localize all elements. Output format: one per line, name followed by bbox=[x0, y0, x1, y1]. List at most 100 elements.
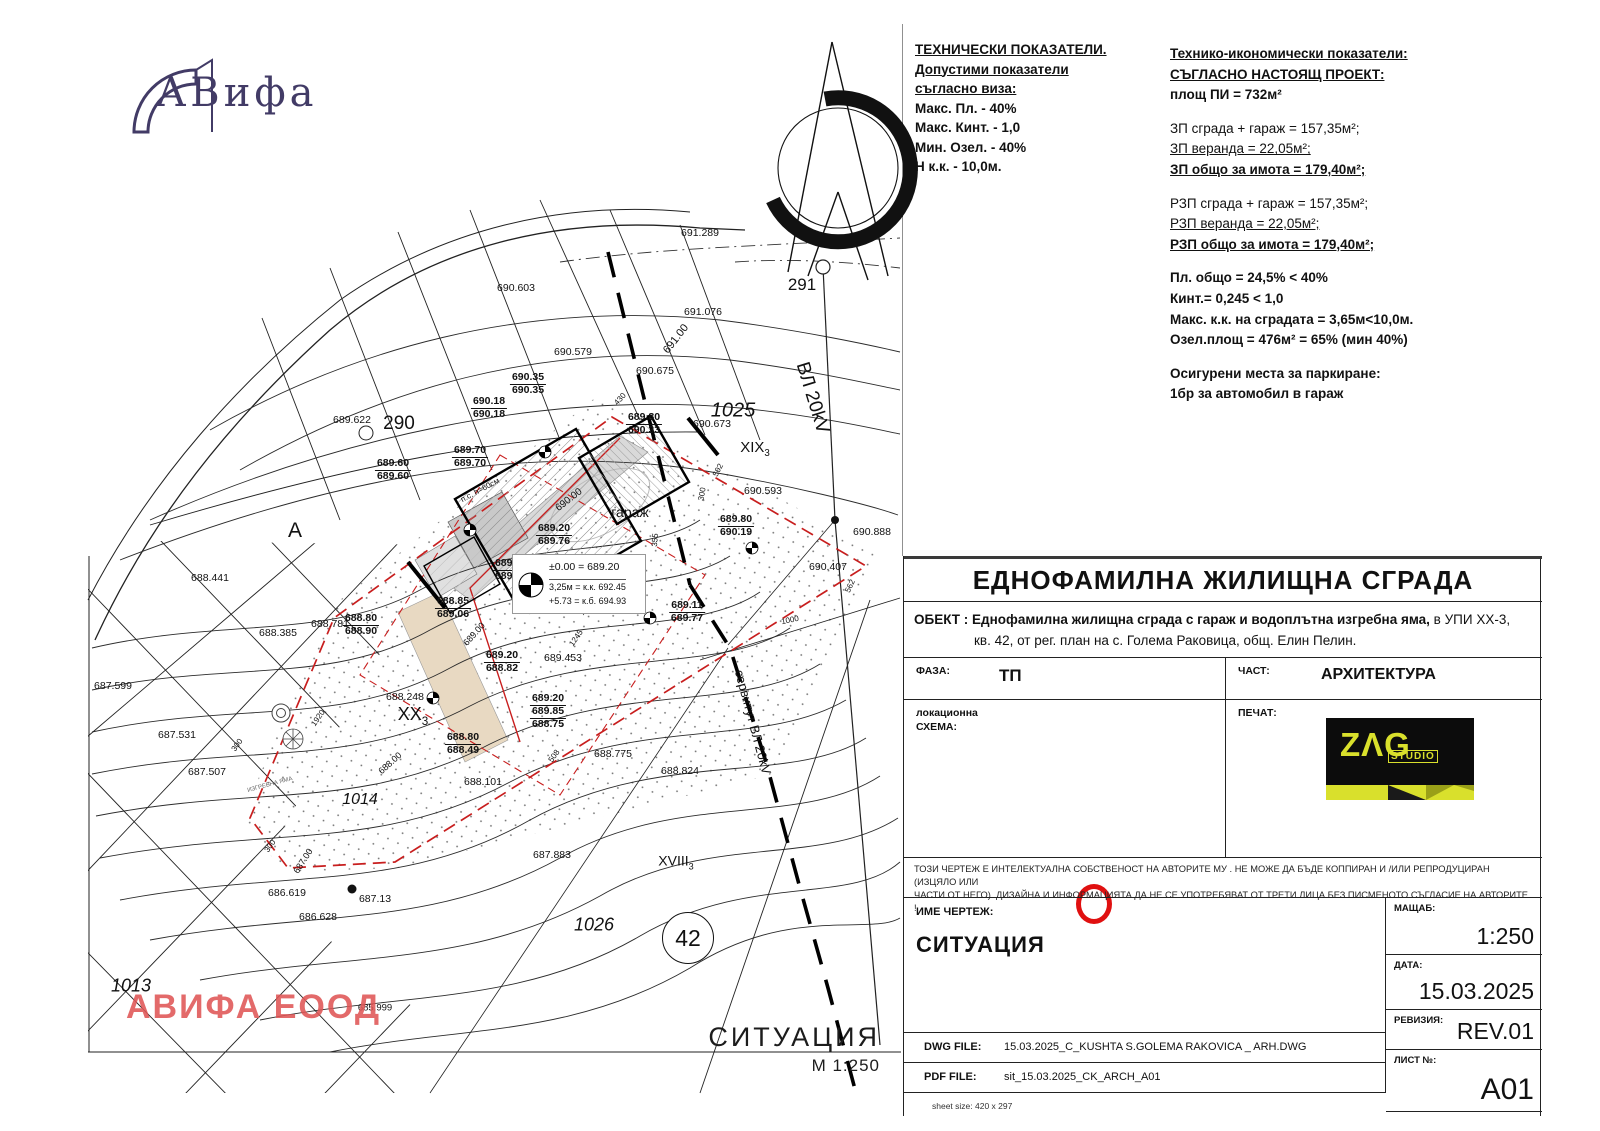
panel-line: Н к.к. - 10,0м. bbox=[915, 159, 1002, 174]
date-cell: ДАТА: 15.03.2025 bbox=[1386, 955, 1542, 1010]
part-value: АРХИТЕКТУРА bbox=[1321, 666, 1436, 683]
econ-indicators-panel: Технико-икономически показатели:СЪГЛАСНО… bbox=[1170, 44, 1565, 405]
map-label: 355 bbox=[649, 532, 661, 548]
map-label: 688.385 bbox=[259, 627, 297, 639]
panel-line bbox=[1170, 255, 1565, 268]
econ-panel-lines: Технико-икономически показатели:СЪГЛАСНО… bbox=[1170, 44, 1565, 405]
zag-stamp-text: ZΛG bbox=[1340, 726, 1411, 763]
level-zero: ±0.00 = 689.20 bbox=[549, 561, 620, 573]
map-label: XX3 bbox=[397, 704, 429, 728]
panel-line: ЗП сграда + гараж = 157,35м²; bbox=[1170, 120, 1360, 136]
map-label: 690.603 bbox=[497, 282, 535, 294]
dwg-file-row: DWG FILE: 15.03.2025_C_KUSHTA S.GOLEMA R… bbox=[904, 1032, 1386, 1062]
footer-situation-title: СИТУАЦИЯ bbox=[708, 1022, 880, 1052]
panel-line: Макс. Кинт. - 1,0 bbox=[915, 120, 1021, 135]
sheet-number-value: A01 bbox=[1480, 1073, 1534, 1106]
panel-line bbox=[1170, 181, 1565, 194]
schema-label-1: локационна bbox=[916, 707, 978, 719]
panel-line: РЗП веранда = 22,05м²; bbox=[1170, 216, 1320, 232]
phase-label: ФАЗА: bbox=[916, 665, 950, 677]
map-label: 1026 bbox=[573, 914, 615, 935]
pdf-file-label: PDF FILE: bbox=[924, 1071, 977, 1083]
stamp-label: ПЕЧАТ: bbox=[1238, 707, 1277, 719]
tech-panel-lines: ТЕХНИЧЕСКИ ПОКАЗАТЕЛИ.Допустими показате… bbox=[915, 40, 1170, 177]
panel-line: съгласно виза: bbox=[915, 81, 1017, 96]
panel-line: РЗП общо за имота = 179,40м²; bbox=[1170, 236, 1375, 252]
dwg-file-label: DWG FILE: bbox=[924, 1041, 982, 1053]
company-watermark: АВИФА ЕООД bbox=[126, 988, 382, 1026]
map-label: 687.531 bbox=[158, 729, 196, 741]
object-text-bold: Еднофамилна жилищна сграда с гараж и вод… bbox=[972, 612, 1430, 627]
map-label: 688.101 bbox=[464, 776, 502, 788]
part-cell: ЧАСТ: АРХИТЕКТУРА bbox=[1226, 658, 1542, 700]
panel-line: Допустими показатели bbox=[915, 61, 1069, 77]
level-annotation-box: ±0.00 = 689.20 3,25м = к.к. 692.45 +5.73… bbox=[512, 554, 646, 614]
zag-stamp-studio: STUDIO bbox=[1388, 750, 1438, 763]
panel-line bbox=[1170, 106, 1565, 119]
phase-cell: ФАЗА: ТП bbox=[904, 658, 1226, 700]
garage-label: гараж bbox=[611, 504, 649, 520]
panel-line: ЗП общо за имота = 179,40м²; bbox=[1170, 161, 1366, 177]
map-label: XIX3 bbox=[740, 439, 770, 459]
sheet-number-cell: ЛИСТ №: A01 bbox=[1386, 1050, 1542, 1112]
map-label: 690.673 bbox=[693, 418, 731, 430]
scale-label: МАЩАБ: bbox=[1394, 903, 1436, 914]
project-title: ЕДНОФАМИЛНА ЖИЛИЩНА СГРАДА bbox=[904, 559, 1542, 602]
map-label: 1025 bbox=[710, 399, 756, 422]
panel-line: Макс. Пл. - 40% bbox=[915, 100, 1017, 116]
tech-indicators-panel: ТЕХНИЧЕСКИ ПОКАЗАТЕЛИ.Допустими показате… bbox=[915, 40, 1170, 177]
location-marker-icon bbox=[1076, 884, 1112, 924]
north-arrow-icon bbox=[766, 41, 918, 281]
avifa-logo-text: АВифа bbox=[156, 70, 318, 116]
location-schema-cell: локационна СХЕМА: bbox=[904, 700, 1226, 924]
avifa-logo-arc bbox=[132, 58, 213, 134]
sheet-number-label: ЛИСТ №: bbox=[1394, 1055, 1437, 1066]
map-label: 688.775 bbox=[594, 748, 632, 760]
sheet-size-note: sheet size: 420 x 297 bbox=[932, 1101, 1013, 1111]
map-label: 690.888 bbox=[853, 526, 891, 538]
map-label: 688.248 bbox=[386, 691, 424, 703]
panel-line: Кинт.= 0,245 < 1,0 bbox=[1170, 290, 1284, 306]
map-label: 686.619 bbox=[268, 887, 306, 899]
dwg-file-value: 15.03.2025_C_KUSHTA S.GOLEMA RAKOVICA _ … bbox=[1004, 1041, 1307, 1053]
zag-studio-stamp: ZΛG STUDIO bbox=[1326, 718, 1474, 800]
map-label: 685.999 bbox=[357, 1002, 393, 1014]
map-label: 689.453 bbox=[544, 652, 582, 664]
map-label: 1013 bbox=[110, 975, 152, 996]
schema-label-2: СХЕМА: bbox=[916, 721, 958, 733]
zag-stamp-band bbox=[1326, 785, 1474, 800]
panel-line: ЗП веранда = 22,05м²; bbox=[1170, 141, 1311, 157]
title-block-top-rule bbox=[904, 556, 1542, 559]
map-label: 42 bbox=[662, 912, 714, 964]
disclaimer-line-2: ЧАСТИ ОТ НЕГО). ДИЗАЙНА И ИНФОРМАЦИЯТА Д… bbox=[914, 890, 1528, 913]
map-label: 686.628 bbox=[299, 911, 337, 923]
footer-scale: М 1:250 bbox=[811, 1056, 880, 1075]
copyright-disclaimer: ТОЗИ ЧЕРТЕЖ Е ИНТЕЛЕКТУАЛНА СОБСТВЕНОСТ … bbox=[904, 858, 1542, 913]
scale-cell: МАЩАБ: 1:250 bbox=[1386, 898, 1542, 955]
map-label: 687.13 bbox=[358, 893, 392, 905]
map-label: 690.579 bbox=[554, 346, 592, 358]
revision-value: REV.01 bbox=[1456, 1018, 1534, 1044]
level-kb: +5.73 = к.б. 694.93 bbox=[549, 596, 627, 606]
date-value: 15.03.2025 bbox=[1418, 978, 1534, 1004]
part-label: ЧАСТ: bbox=[1238, 665, 1270, 677]
panel-line: Озел.площ = 476м² = 65% (мин 40%) bbox=[1170, 332, 1408, 348]
panel-line: 1бр за автомобил в гараж bbox=[1170, 386, 1344, 402]
phase-value: ТП bbox=[999, 666, 1022, 685]
map-label: 688.441 bbox=[191, 572, 229, 584]
pdf-file-row: PDF FILE: sit_15.03.2025_CK_ARCH_A01 bbox=[904, 1062, 1386, 1093]
